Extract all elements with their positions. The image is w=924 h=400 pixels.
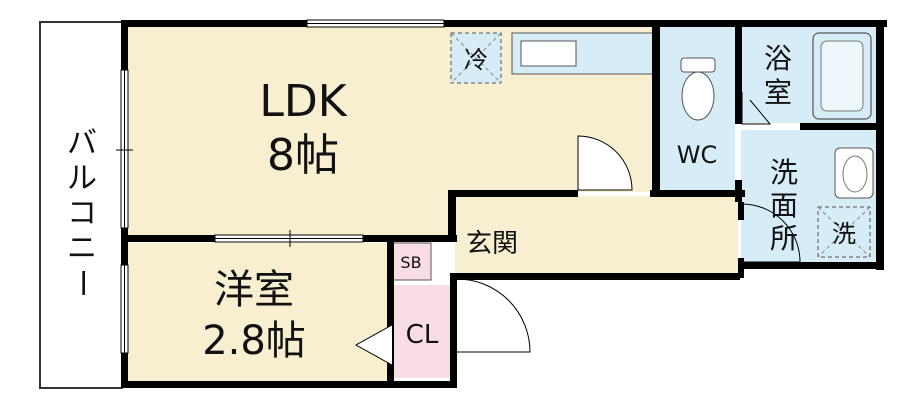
ldk-size-label: 8帖 [267,130,339,181]
wash-label-3: 所 [770,222,798,255]
balcony-door-ldk [116,69,133,229]
toilet-bowl [681,71,715,121]
balcony-char-3: コ [67,196,97,231]
closet-label: CL [406,320,439,350]
western-room [127,243,389,383]
door-front [456,278,531,353]
window-ldk [306,19,445,28]
balcony-char-2: ル [67,161,97,196]
entrance-area [455,196,738,274]
entrance-label: 玄関 [466,229,518,259]
shoe-box-label: SB [400,253,421,272]
balcony-door-western [120,264,129,354]
sink-basin [520,40,577,67]
door-wash [741,203,801,263]
western-size-label: 2.8帖 [202,318,306,364]
toilet-tank [680,57,716,73]
western-name-label: 洋室 [214,267,294,313]
bath-label-1: 浴 [764,42,792,75]
wash-label-2: 面 [770,189,798,222]
door-ldk-entrance [577,135,633,191]
balcony-area [39,21,123,389]
sb-cabinet [390,242,432,281]
closet [393,285,450,378]
fridge-label: 冷 [464,46,488,74]
closet-door-mark [354,324,393,366]
bath-label-2: 室 [764,76,792,109]
balcony-char-4: ニ [67,231,97,266]
balcony-char-1: バ [67,126,97,161]
toilet-label: WC [677,141,718,169]
ldk-room [127,25,655,238]
washer-label: 洗 [832,220,856,248]
balcony-char-5: ー [64,268,99,298]
ldk-name-label: LDK [259,76,347,127]
sliding-door-western [214,230,364,247]
wash-label-1: 洗 [770,156,798,189]
